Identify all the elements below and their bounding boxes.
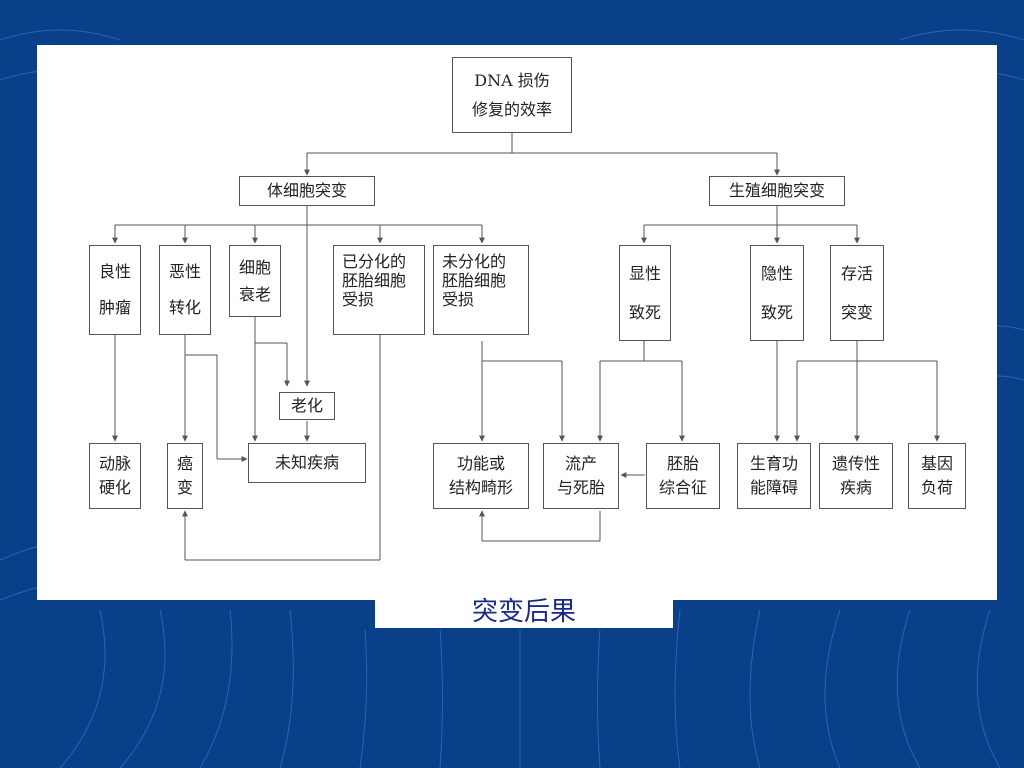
differentiated-embryo-box: 已分化的 胚胎细胞 受损 (333, 245, 425, 335)
fertility-line1: 生育功 (749, 454, 798, 474)
malformation-line2: 结构畸形 (448, 478, 513, 498)
viable-mutation-line2: 突变 (840, 302, 873, 322)
diff-embryo-line3: 受损 (342, 290, 375, 310)
embryo-syndrome-line1: 胚胎 (666, 454, 699, 474)
undifferentiated-embryo-box: 未分化的 胚胎细胞 受损 (433, 245, 529, 335)
cancer-box: 癌 变 (167, 443, 203, 509)
aging-label: 老化 (290, 396, 323, 416)
cancer-line2: 变 (176, 478, 193, 498)
unknown-disease-label: 未知疾病 (274, 453, 339, 473)
gene-load-line1: 基因 (920, 454, 953, 474)
hereditary-line2: 疾病 (839, 478, 872, 498)
atherosclerosis-line2: 硬化 (98, 478, 131, 498)
somatic-mutation-label: 体细胞突变 (266, 181, 347, 201)
benign-tumor-line1: 良性 (98, 262, 131, 282)
diff-embryo-line2: 胚胎细胞 (342, 271, 407, 291)
germline-mutation-box: 生殖细胞突变 (709, 176, 845, 206)
malignant-line1: 恶性 (168, 262, 201, 282)
diff-embryo-line1: 已分化的 (342, 252, 407, 271)
viable-mutation-line1: 存活 (840, 263, 873, 283)
connector-lines (112, 133, 940, 561)
atherosclerosis-box: 动脉 硬化 (89, 443, 141, 509)
dominant-lethal-box: 显性 致死 (619, 245, 671, 341)
cell-aging-box: 细胞 衰老 (229, 245, 281, 317)
gene-load-line2: 负荷 (920, 478, 953, 498)
fertility-line2: 能障碍 (749, 478, 798, 498)
unknown-disease-box: 未知疾病 (248, 443, 366, 483)
hereditary-line1: 遗传性 (831, 454, 880, 474)
undiff-embryo-line2: 胚胎细胞 (442, 271, 507, 291)
cell-aging-line2: 衰老 (238, 284, 271, 304)
cell-aging-line1: 细胞 (238, 257, 271, 277)
malformation-line1: 功能或 (456, 454, 505, 474)
embryo-syndrome-line2: 综合征 (658, 478, 707, 498)
dominant-lethal-line2: 致死 (628, 302, 661, 322)
hereditary-disease-box: 遗传性 疾病 (819, 443, 893, 509)
undiff-embryo-line1: 未分化的 (442, 252, 507, 271)
abortion-line2: 与死胎 (556, 478, 605, 498)
root-dna-damage-box: DNA 损伤 修复的效率 (452, 57, 572, 133)
atherosclerosis-line1: 动脉 (98, 454, 131, 474)
root-line1: DNA 损伤 (474, 70, 550, 90)
undiff-embryo-line3: 受损 (442, 290, 475, 310)
abortion-box: 流产 与死胎 (543, 443, 619, 509)
cancer-line1: 癌 (176, 454, 193, 474)
fertility-disorder-box: 生育功 能障碍 (737, 443, 811, 509)
malignant-transform-box: 恶性 转化 (159, 245, 211, 335)
root-line2: 修复的效率 (471, 99, 552, 119)
germline-mutation-label: 生殖细胞突变 (728, 181, 825, 201)
slide-caption: 突变后果 (375, 590, 673, 628)
recessive-lethal-line1: 隐性 (760, 263, 793, 283)
malignant-line2: 转化 (168, 298, 201, 318)
somatic-mutation-box: 体细胞突变 (239, 176, 375, 206)
embryo-syndrome-box: 胚胎 综合征 (646, 443, 720, 509)
abortion-line1: 流产 (564, 454, 597, 474)
benign-tumor-box: 良性 肿瘤 (89, 245, 141, 335)
gene-load-box: 基因 负荷 (908, 443, 966, 509)
recessive-lethal-box: 隐性 致死 (750, 245, 804, 341)
aging-box: 老化 (279, 392, 335, 420)
malformation-box: 功能或 结构畸形 (433, 443, 529, 509)
viable-mutation-box: 存活 突变 (830, 245, 884, 341)
recessive-lethal-line2: 致死 (760, 302, 793, 322)
dominant-lethal-line1: 显性 (628, 263, 661, 283)
benign-tumor-line2: 肿瘤 (98, 298, 131, 318)
